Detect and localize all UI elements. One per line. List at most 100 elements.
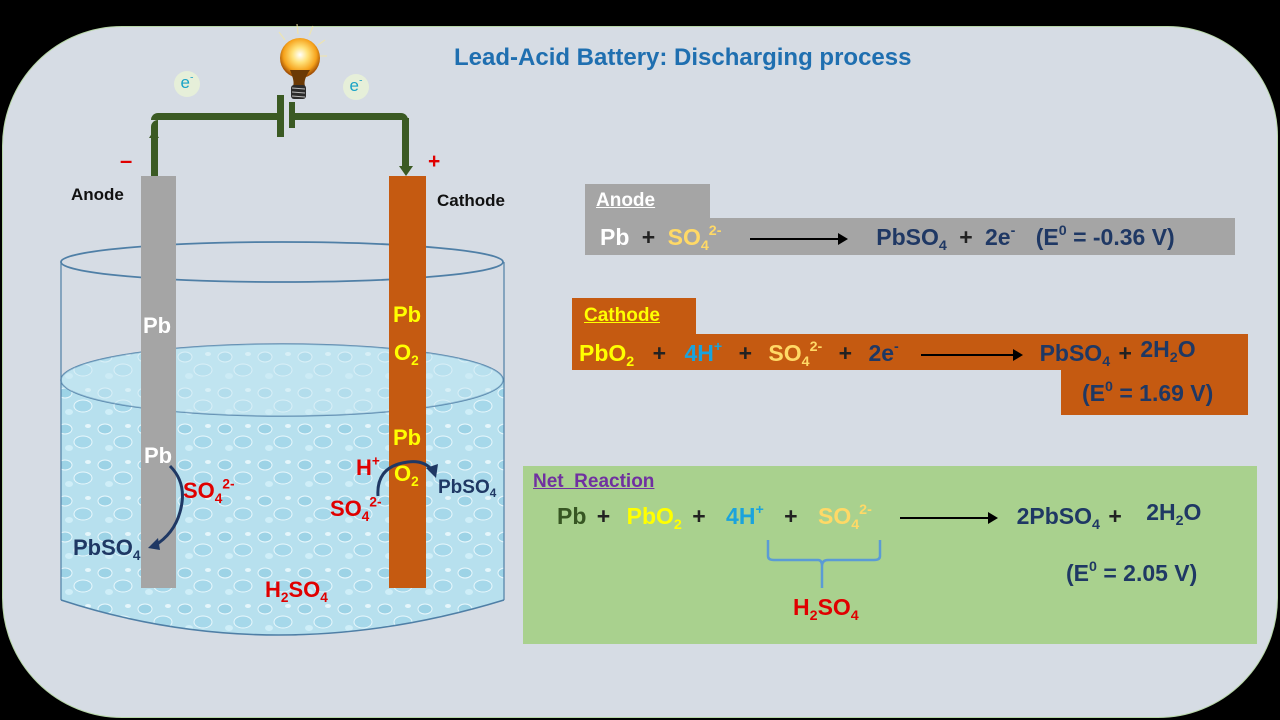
electron-symbol: e [349,76,359,95]
cathode-panel-title: Cathode [584,305,660,326]
potential-value: = -0.36 V) [1066,224,1175,250]
hydrogen-symbol: H [793,594,810,620]
sulfate-subscript: 4 [214,490,223,506]
eq-product-electrons: 2e- [985,224,1015,250]
electron-charge: - [358,74,363,87]
cathode-rod-label-top: Pb [393,302,422,327]
eq-plus: + [959,224,973,250]
battery-plate-long [277,95,284,137]
anode-rod-label: Pb [143,313,172,338]
eq-potential: (E0 = -0.36 V) [1036,224,1175,250]
lead-dioxide-formula: PbO [626,503,674,529]
wire-left-horizontal [151,113,283,120]
wire-left-vertical [151,120,158,176]
electron-charge: - [1010,223,1016,240]
sulfate-subscript: 4 [700,237,709,254]
electron-symbol: e [180,73,190,92]
anode-curved-arrow-icon [148,464,184,550]
eq-plus: + [1118,340,1132,366]
sulfate-charge: 2- [809,339,823,356]
anode-reaction-pb: Pb [144,443,173,468]
eq-product-lead-sulfate: PbSO4 [1040,340,1111,369]
anode-label: Anode [71,185,124,204]
hydrogen-subscript: 2 [809,607,818,624]
anode-equation: Pb + SO42- PbSO4 + 2e- (E0 = -0.36 V) [600,223,1175,253]
potential-value: = 2.05 V) [1096,560,1198,586]
proton-formula: 4H [684,340,714,366]
electron-badge-left: e- [174,71,200,97]
eq-plus: + [596,503,611,529]
eq-plus: + [692,503,706,529]
cathode-label: Cathode [437,191,505,210]
anode-reaction-product: PbSO4 [73,535,141,563]
potential-prefix: (E [1035,224,1059,250]
proton-formula: 4H [726,503,756,529]
battery-plate-short [289,102,295,128]
reaction-arrow-icon [900,511,999,524]
cathode-reaction-product: PbSO4 [438,477,496,499]
cathode-potential: (E0 = 1.69 V) [1082,380,1213,407]
sulfate-subscript: 4 [801,353,810,370]
eq-product-water: 2H2O [1140,336,1195,365]
wire-right-horizontal [294,113,408,120]
eq-term-lead: Pb [600,224,630,250]
eq-plus: + [652,340,667,366]
hydrogen-symbol: H [265,577,281,602]
water-subscript: 2 [1169,349,1178,366]
electron-charge: - [189,71,194,84]
page-title: Lead-Acid Battery: Discharging process [454,44,912,71]
water-formula-b: O [1183,499,1202,525]
net-reaction-panel [523,466,1257,644]
eq-term-sulfate: SO42- [768,339,823,369]
eq-product-lead-sulfate: PbSO4 [876,224,947,253]
sulfate-charge: 2- [222,476,235,492]
anode-electrode [141,176,176,588]
cathode-panel-bg [572,334,1248,370]
acid-label: H2SO4 [793,594,859,624]
sulfate-formula: SO [288,577,321,602]
net-equation: Pb + PbO2 + 4H+ + SO42- 2PbSO4 + 2H2O [557,499,1201,533]
eq-term-proton: 4H+ [684,340,722,366]
sulfate-formula: SO [818,503,852,529]
wire-arrow-down-icon [399,166,413,176]
anode-reaction-sulfate: SO42- [183,476,235,506]
oxygen-symbol: O [394,340,412,365]
net-reaction-title: Net Reaction [533,471,655,492]
oxygen-subscript: 2 [411,352,419,368]
water-formula-a: 2H [1146,499,1176,525]
eq-plus: + [838,340,853,366]
product-subscript: 4 [132,547,141,563]
eq-term-sulfate: SO42- [668,223,722,253]
potential-sup: 0 [1058,223,1067,240]
sulfate-charge: 2- [708,223,722,240]
cathode-reaction-sulfate: SO42- [330,495,382,523]
sulfate-subscript: 4 [320,589,328,605]
lead-dioxide-formula: PbO [579,340,627,366]
cathode-equation: PbO 2 + 4H+ + SO42- + 2e- PbSO4 + 2H2O [579,336,1196,369]
product-subscript: 4 [489,487,497,501]
oxygen-symbol: O [394,461,412,486]
potential-prefix: (E [1082,380,1105,406]
cathode-curved-arrow-icon [376,460,438,497]
eq-term-electrons: 2e- [868,340,898,366]
proton-charge: + [713,339,723,356]
electron-badge-right: e- [343,74,369,100]
eq-product-water: 2H2O [1146,499,1202,528]
eq-plus: + [784,503,798,529]
sulfate-charge: 2- [859,502,872,519]
wire-right-vertical [402,118,409,168]
cathode-reaction-o2: O2 [394,461,419,488]
electrolyte-label: H2SO4 [265,577,328,605]
proton-symbol: H [356,455,372,480]
anode-panel-tab-bg [585,184,710,220]
eq-term-proton: 4H+ [726,503,764,529]
cathode-electrode [389,176,426,588]
eq-plus: + [1108,503,1122,529]
sulfate-subscript: 4 [851,516,860,533]
reaction-arrow-icon [921,348,1024,361]
eq-term-lead: Pb [557,503,587,529]
electron-charge: - [894,339,899,356]
cathode-panel-tab-bg [572,298,696,336]
product-formula: PbSO [876,224,939,250]
net-potential: (E0 = 2.05 V) [1066,560,1197,587]
